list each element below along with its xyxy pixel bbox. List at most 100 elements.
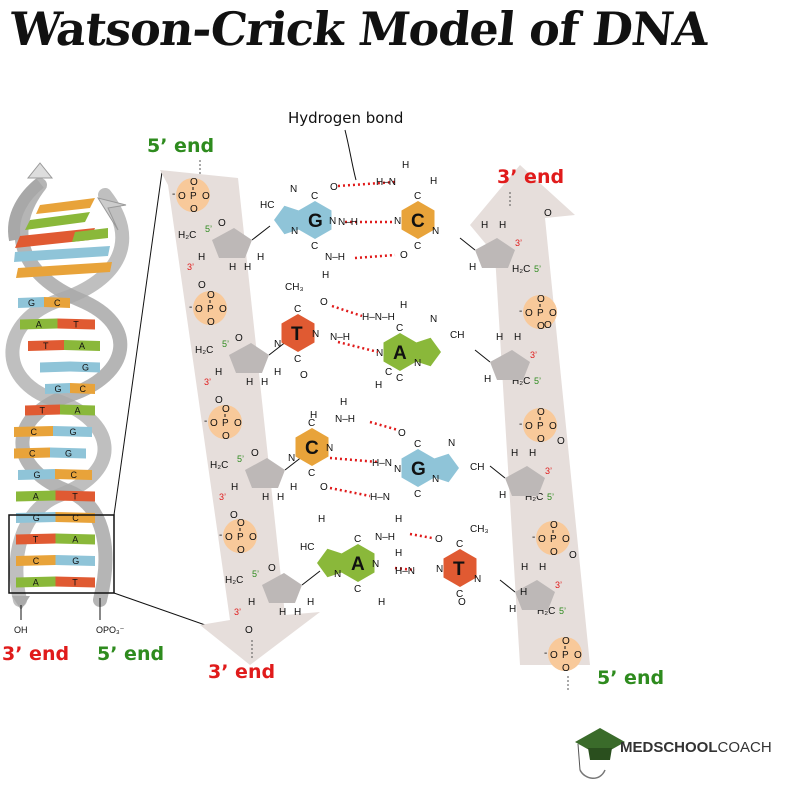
atom-label: O <box>215 395 223 406</box>
atom-label: N <box>414 358 421 369</box>
atom-label: H <box>521 562 528 573</box>
atom-label: H–N <box>370 492 390 503</box>
base-letter-left: C <box>305 438 319 459</box>
glycosidic-bond <box>474 349 491 363</box>
glycosidic-bond <box>499 579 516 593</box>
five-prime-tick: 5’ <box>559 606 566 616</box>
atom-label: O <box>222 404 230 415</box>
helix-base-right <box>57 318 95 330</box>
atom-label: O <box>222 431 230 442</box>
glycosidic-bond <box>459 237 476 251</box>
atom-label: O <box>237 518 245 529</box>
helix-bar <box>36 198 95 214</box>
atom-label: - <box>519 306 522 317</box>
atom-label: CH₃ <box>285 282 304 293</box>
atom-label: C <box>414 191 421 202</box>
atom-label: H <box>469 262 476 273</box>
atom-label: O <box>195 304 203 315</box>
atom-label: H <box>395 514 402 525</box>
atom-label: O <box>235 333 243 344</box>
helix-base-left-label: A <box>33 578 39 588</box>
atom-label: P <box>207 304 214 315</box>
atom-label: C <box>294 354 301 365</box>
left-five-prime-end: 5’ end <box>147 135 214 157</box>
six-ring <box>401 201 435 239</box>
atom-label: O <box>537 407 545 418</box>
atom-label: H <box>481 220 488 231</box>
base-letter-right: C <box>411 211 425 232</box>
helix-base-left-label: G <box>33 513 40 523</box>
three-prime-tick: 3’ <box>555 580 562 590</box>
helix-base-left-label: A <box>33 492 39 502</box>
atom-label: H <box>290 482 297 493</box>
atom-label: P <box>537 421 544 432</box>
three-prime-tick: 3’ <box>234 607 241 617</box>
atom-label: H <box>484 374 491 385</box>
atom-label: H <box>499 220 506 231</box>
atom-label: C <box>414 439 421 450</box>
brand-logo: MEDSCHOOLCOACH <box>575 728 772 779</box>
atom-label: C <box>308 418 315 429</box>
atom-label: O <box>202 191 210 202</box>
helix-base-right <box>55 533 95 545</box>
helix-base-right-label: A <box>72 535 78 545</box>
atom-label: H₂C <box>225 575 243 586</box>
helix-base-left <box>18 297 44 308</box>
glycosidic-bond <box>301 570 321 586</box>
atom-label: P <box>537 308 544 319</box>
base-letter-right: G <box>411 459 426 480</box>
atom-label: C <box>414 489 421 500</box>
atom-label: H <box>277 492 284 503</box>
six-ring <box>281 314 315 352</box>
atom-label: CH <box>450 330 464 341</box>
helix-base-left <box>14 426 53 437</box>
atom-label: O <box>218 218 226 229</box>
atom-label: - <box>189 302 192 313</box>
five-prime-tick: 5’ <box>547 492 554 502</box>
atom-label: N–H <box>325 252 345 263</box>
helix-base-right-label: T <box>72 492 78 502</box>
three-prime-tick: 3’ <box>545 466 552 476</box>
five-ring <box>274 205 302 235</box>
atom-label: N <box>291 226 298 237</box>
helix-base-right-label: T <box>73 320 79 330</box>
five-prime-tick: 5’ <box>534 264 541 274</box>
helix-base-left <box>25 404 60 416</box>
helix-base-right <box>55 469 92 480</box>
atom-label: C <box>414 241 421 252</box>
atom-label: H <box>539 562 546 573</box>
atom-label: O <box>557 436 565 447</box>
sugar-ring <box>515 580 555 610</box>
atom-label: N <box>432 474 439 485</box>
atom-label: H <box>322 270 329 281</box>
atom-label: O <box>537 294 545 305</box>
atom-label: - <box>532 532 535 543</box>
sugar-ring <box>262 573 302 603</box>
atom-label: O <box>435 534 443 545</box>
atom-label: N <box>334 569 341 580</box>
helix-base-right <box>50 447 86 459</box>
atom-label: N <box>394 216 401 227</box>
helix-base-right-label: A <box>75 406 81 416</box>
helix-base-left-label: T <box>33 535 39 545</box>
atom-label: N <box>432 226 439 237</box>
atom-label: O <box>178 191 186 202</box>
atom-label: H–N <box>395 566 415 577</box>
atom-label: O <box>198 280 206 291</box>
helix-base-right-label: C <box>80 384 87 394</box>
atom-label: O <box>538 534 546 545</box>
atom-label: O <box>234 418 242 429</box>
five-prime-tick: 5’ <box>237 454 244 464</box>
helix-base-left <box>45 383 70 394</box>
helix-base-left-label: T <box>40 406 46 416</box>
atom-label: C <box>311 241 318 252</box>
